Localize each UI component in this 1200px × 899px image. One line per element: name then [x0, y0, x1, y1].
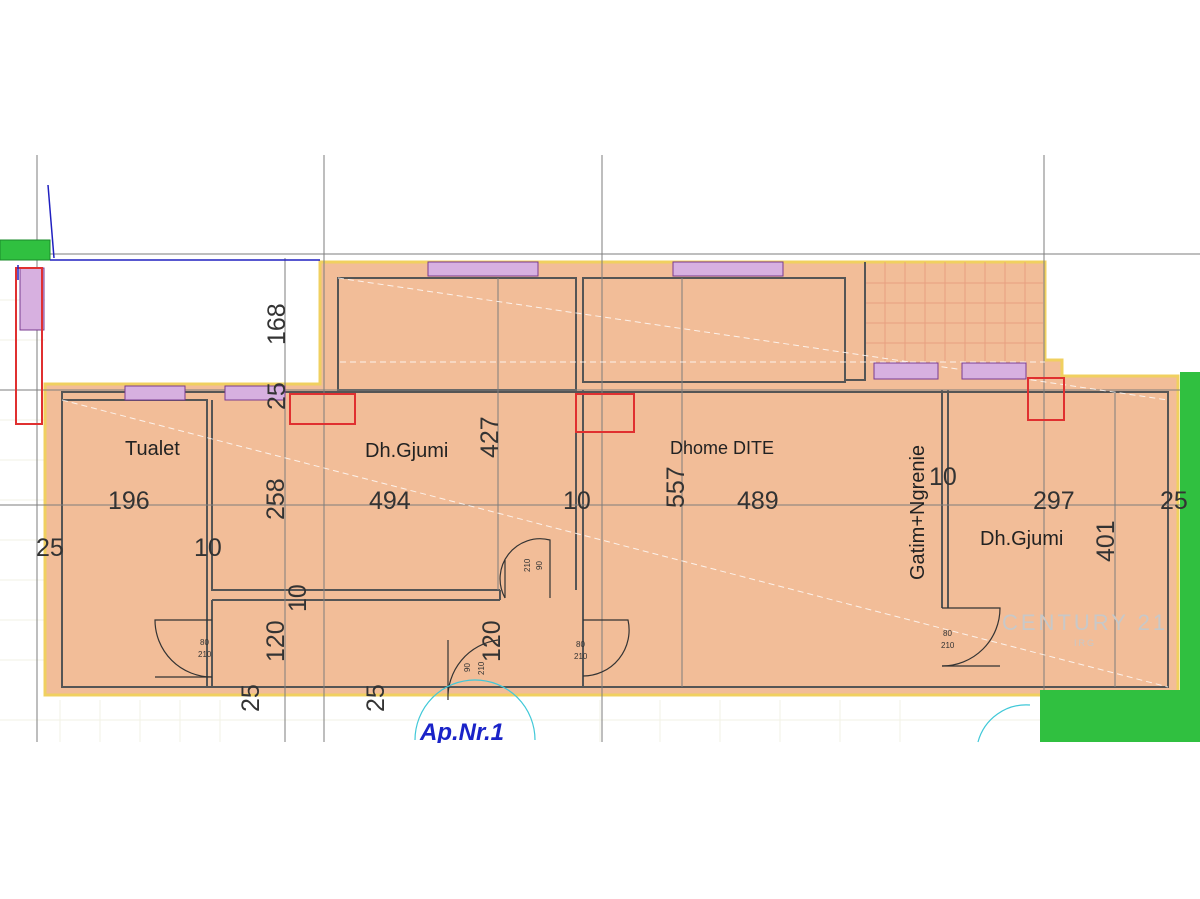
- dim-297: 297: [1033, 487, 1075, 515]
- dim-258: 258: [262, 478, 290, 520]
- section-diagonals: [61, 277, 1169, 688]
- door-closet-width: 90: [535, 561, 544, 570]
- apartment-title: Ap.Nr.1: [419, 719, 504, 746]
- dim-196: 196: [108, 487, 150, 515]
- dim-25-c: 25: [36, 534, 64, 562]
- door-tualet-height: 210: [198, 650, 212, 659]
- room-label-gjumi-2: Dh.Gjumi: [980, 528, 1063, 550]
- windows: [19, 261, 1027, 401]
- walls: [61, 262, 1169, 688]
- watermark-logo: CENTURY 21: [1002, 610, 1168, 635]
- dim-120-a: 120: [262, 620, 290, 662]
- exterior-tiles: [0, 299, 1040, 742]
- door-closet-height: 210: [523, 558, 532, 572]
- room-label-gjumi-1: Dh.Gjumi: [365, 440, 448, 462]
- grid-lines: [0, 155, 1200, 742]
- dim-25-e: 25: [362, 684, 390, 712]
- room-label-dhome-dite: Dhome DITE: [670, 438, 774, 458]
- door-dite-height: 210: [574, 652, 588, 661]
- lower-blank-area: [0, 743, 1200, 899]
- dim-427: 427: [476, 416, 504, 458]
- room-label-tualet: Tualet: [125, 438, 180, 460]
- door-tualet-width: 80: [200, 638, 209, 647]
- columns: [15, 267, 1065, 433]
- entrance-arcs: [414, 679, 1031, 743]
- dim-494: 494: [369, 487, 411, 515]
- door-entry-width: 90: [463, 663, 472, 672]
- dim-10-b: 10: [929, 463, 957, 491]
- door-dite-width: 80: [576, 640, 585, 649]
- dim-120-b: 120: [478, 620, 506, 662]
- dim-557: 557: [662, 466, 690, 508]
- dim-25-d: 25: [237, 684, 265, 712]
- room-label-gatim-ngrenie: Gatim+Ngrenie: [907, 445, 929, 580]
- balcony-elements: [0, 184, 1200, 742]
- terrace-tiles: [865, 262, 1043, 362]
- dim-168: 168: [263, 303, 291, 345]
- dim-25-b: 25: [1160, 487, 1188, 515]
- dim-489: 489: [737, 487, 779, 515]
- door-swings: [154, 538, 1001, 701]
- door-sizes: 80 210 90 210 90 210 80 210 80 210: [198, 558, 955, 675]
- dim-401: 401: [1092, 520, 1120, 562]
- door-gjumi-height: 210: [941, 641, 955, 650]
- door-gjumi-width: 80: [943, 629, 952, 638]
- watermark-subtext: IRG: [1074, 638, 1096, 648]
- door-entry-height: 210: [477, 661, 486, 675]
- dim-10-c: 10: [194, 534, 222, 562]
- dim-25-a: 25: [263, 382, 291, 410]
- dim-10-d: 10: [284, 584, 312, 612]
- dim-10-a: 10: [563, 487, 591, 515]
